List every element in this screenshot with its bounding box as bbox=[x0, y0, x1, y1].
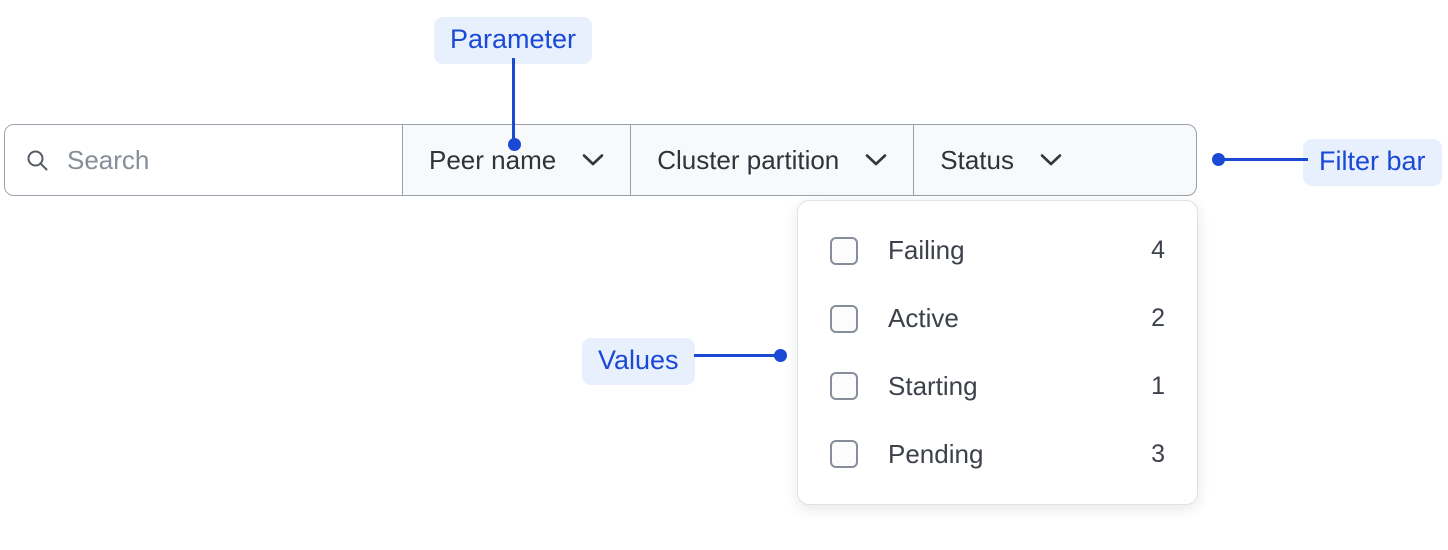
dropdown-option-active-count: 2 bbox=[1151, 304, 1165, 333]
annotation-connector-values bbox=[694, 354, 780, 357]
filter-dropdown-status-label: Status bbox=[940, 144, 1014, 175]
checkbox-starting[interactable] bbox=[830, 372, 858, 401]
search-icon bbox=[27, 150, 48, 171]
dropdown-option-failing[interactable]: Failing 4 bbox=[798, 222, 1197, 280]
dropdown-option-active-label: Active bbox=[888, 303, 959, 334]
filter-dropdown-peer-name-label: Peer name bbox=[429, 144, 557, 175]
filter-dropdown-cluster-partition-label: Cluster partition bbox=[657, 144, 840, 175]
dropdown-option-starting-count: 1 bbox=[1151, 371, 1165, 400]
dropdown-option-starting[interactable]: Starting 1 bbox=[798, 357, 1197, 415]
dropdown-option-failing-count: 4 bbox=[1151, 236, 1165, 265]
dropdown-option-pending-count: 3 bbox=[1151, 439, 1165, 468]
checkbox-failing[interactable] bbox=[830, 236, 858, 265]
search-field-container[interactable] bbox=[5, 125, 403, 195]
search-input[interactable] bbox=[67, 144, 367, 176]
filter-dropdown-status[interactable]: Status bbox=[914, 125, 1088, 195]
checkbox-pending[interactable] bbox=[830, 440, 858, 469]
annotation-connector-filter-bar bbox=[1218, 158, 1308, 161]
dropdown-option-failing-label: Failing bbox=[888, 235, 965, 266]
dropdown-option-active[interactable]: Active 2 bbox=[798, 290, 1197, 348]
chevron-down-icon bbox=[865, 154, 887, 166]
dropdown-option-pending[interactable]: Pending 3 bbox=[798, 425, 1197, 483]
status-dropdown-panel: Failing 4 Active 2 Starting 1 Pending 3 bbox=[797, 200, 1198, 505]
annotation-connector-parameter bbox=[512, 58, 515, 141]
annotation-label-parameter: Parameter bbox=[434, 17, 593, 65]
dropdown-option-pending-label: Pending bbox=[888, 438, 984, 469]
filter-dropdown-cluster-partition[interactable]: Cluster partition bbox=[631, 125, 915, 195]
annotation-label-values: Values bbox=[582, 338, 695, 386]
checkbox-active[interactable] bbox=[830, 304, 858, 333]
chevron-down-icon bbox=[1040, 154, 1062, 166]
annotation-dot-values bbox=[774, 349, 787, 362]
annotation-dot-parameter bbox=[508, 138, 521, 151]
chevron-down-icon bbox=[582, 154, 604, 166]
annotation-dot-filter-bar bbox=[1212, 153, 1225, 166]
annotation-label-filter-bar: Filter bar bbox=[1303, 139, 1442, 187]
dropdown-option-starting-label: Starting bbox=[888, 370, 978, 401]
filter-dropdown-peer-name[interactable]: Peer name bbox=[403, 125, 632, 195]
filter-bar: Peer name Cluster partition Status bbox=[4, 124, 1197, 196]
